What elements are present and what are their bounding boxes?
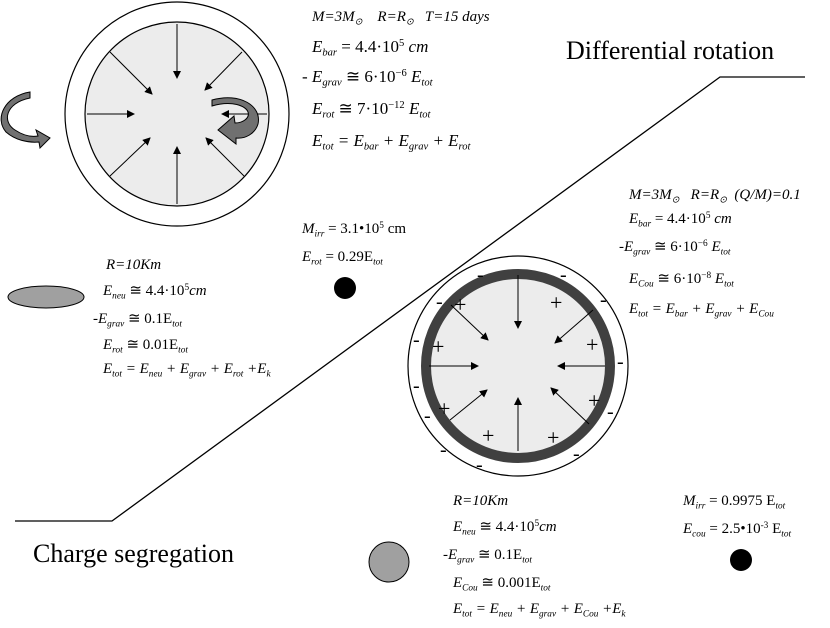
- bottom-etot: Etot = Eneu + Egrav + ECou +Ek: [453, 601, 626, 620]
- plus-charge: +: [586, 332, 599, 357]
- bottom-eneu: Eneu ≅ 4.4·105cm: [453, 519, 557, 538]
- black-hole-bottom-right: [730, 549, 752, 571]
- rotation-arrow-right-icon: [211, 97, 259, 146]
- tr-header: M=3M⊙ R=R⊙ (Q/M)=0.1: [629, 187, 801, 206]
- black-hole-mid: [334, 277, 356, 299]
- minus-charge: -: [424, 405, 431, 427]
- bottom-egrav: -Egrav ≅ 0.1Etot: [443, 547, 533, 566]
- label-differential-rotation: Differential rotation: [566, 36, 775, 65]
- left-etot: Etot = Eneu + Egrav + Erot +Ek: [103, 361, 271, 380]
- rotation-arrow-left-icon: [0, 91, 51, 150]
- left-erot: Erot ≅ 0.01Etot: [103, 337, 188, 356]
- minus-charge: -: [560, 264, 567, 286]
- tr-egrav: -Egrav ≅ 6·10−6 Etot: [619, 239, 731, 258]
- left-eneu: Eneu ≅ 4.4·105cm: [103, 283, 207, 302]
- minus-charge: -: [617, 351, 624, 373]
- minus-charge: -: [607, 401, 614, 423]
- tr-ebar: Ebar = 4.4·105 cm: [629, 211, 732, 230]
- br-ecou: Ecou = 2.5•10-3 Etot: [683, 521, 792, 540]
- minus-charge: -: [413, 329, 420, 351]
- plus-charge: +: [454, 292, 467, 317]
- tl-erot: Erot ≅ 7·10−12 Etot: [312, 99, 431, 121]
- minus-charge: -: [573, 443, 580, 465]
- divider-line: [15, 76, 805, 522]
- plus-charge: +: [550, 290, 563, 315]
- mid-erot: Erot = 0.29Etot: [302, 249, 383, 268]
- neutron-star-ellipse: [7, 285, 85, 309]
- plus-charge: +: [432, 334, 445, 359]
- tr-etot: Etot = Ebar + Egrav + ECou: [629, 301, 774, 320]
- tl-etot: Etot = Ebar + Egrav + Erot: [312, 131, 471, 153]
- mid-mirr: Mirr = 3.1•105 cm: [302, 221, 407, 240]
- plus-charge: +: [588, 388, 601, 413]
- plus-charge: +: [482, 423, 495, 448]
- tr-ecou: ECou ≅ 6·10−8 Etot: [629, 271, 734, 290]
- minus-charge: -: [477, 264, 484, 286]
- rotating-star: [64, 1, 290, 227]
- br-mirr: Mirr = 0.9975 Etot: [683, 493, 786, 512]
- left-radius: R=10Km: [106, 257, 162, 273]
- tl-ebar: Ebar = 4.4·105 cm: [312, 37, 429, 59]
- plus-charge: +: [438, 396, 451, 421]
- minus-charge: -: [440, 439, 447, 461]
- left-egrav: -Egrav ≅ 0.1Etot: [93, 311, 183, 330]
- plus-charge: +: [547, 425, 560, 450]
- charged-star: [407, 255, 629, 477]
- bottom-radius: R=10Km: [453, 493, 509, 509]
- charged-neutron-star: [368, 541, 410, 583]
- minus-charge: -: [413, 375, 420, 397]
- label-charge-segregation: Charge segregation: [33, 539, 234, 568]
- minus-charge: -: [476, 454, 483, 476]
- tl-header: M=3M⊙ R=R⊙ T=15 days: [312, 9, 490, 28]
- tl-egrav: - Egrav ≅ 6·10−6 Etot: [302, 67, 433, 89]
- minus-charge: -: [600, 289, 607, 311]
- bottom-ecou: ECou ≅ 0.001Etot: [453, 575, 551, 594]
- minus-charge: -: [436, 291, 443, 313]
